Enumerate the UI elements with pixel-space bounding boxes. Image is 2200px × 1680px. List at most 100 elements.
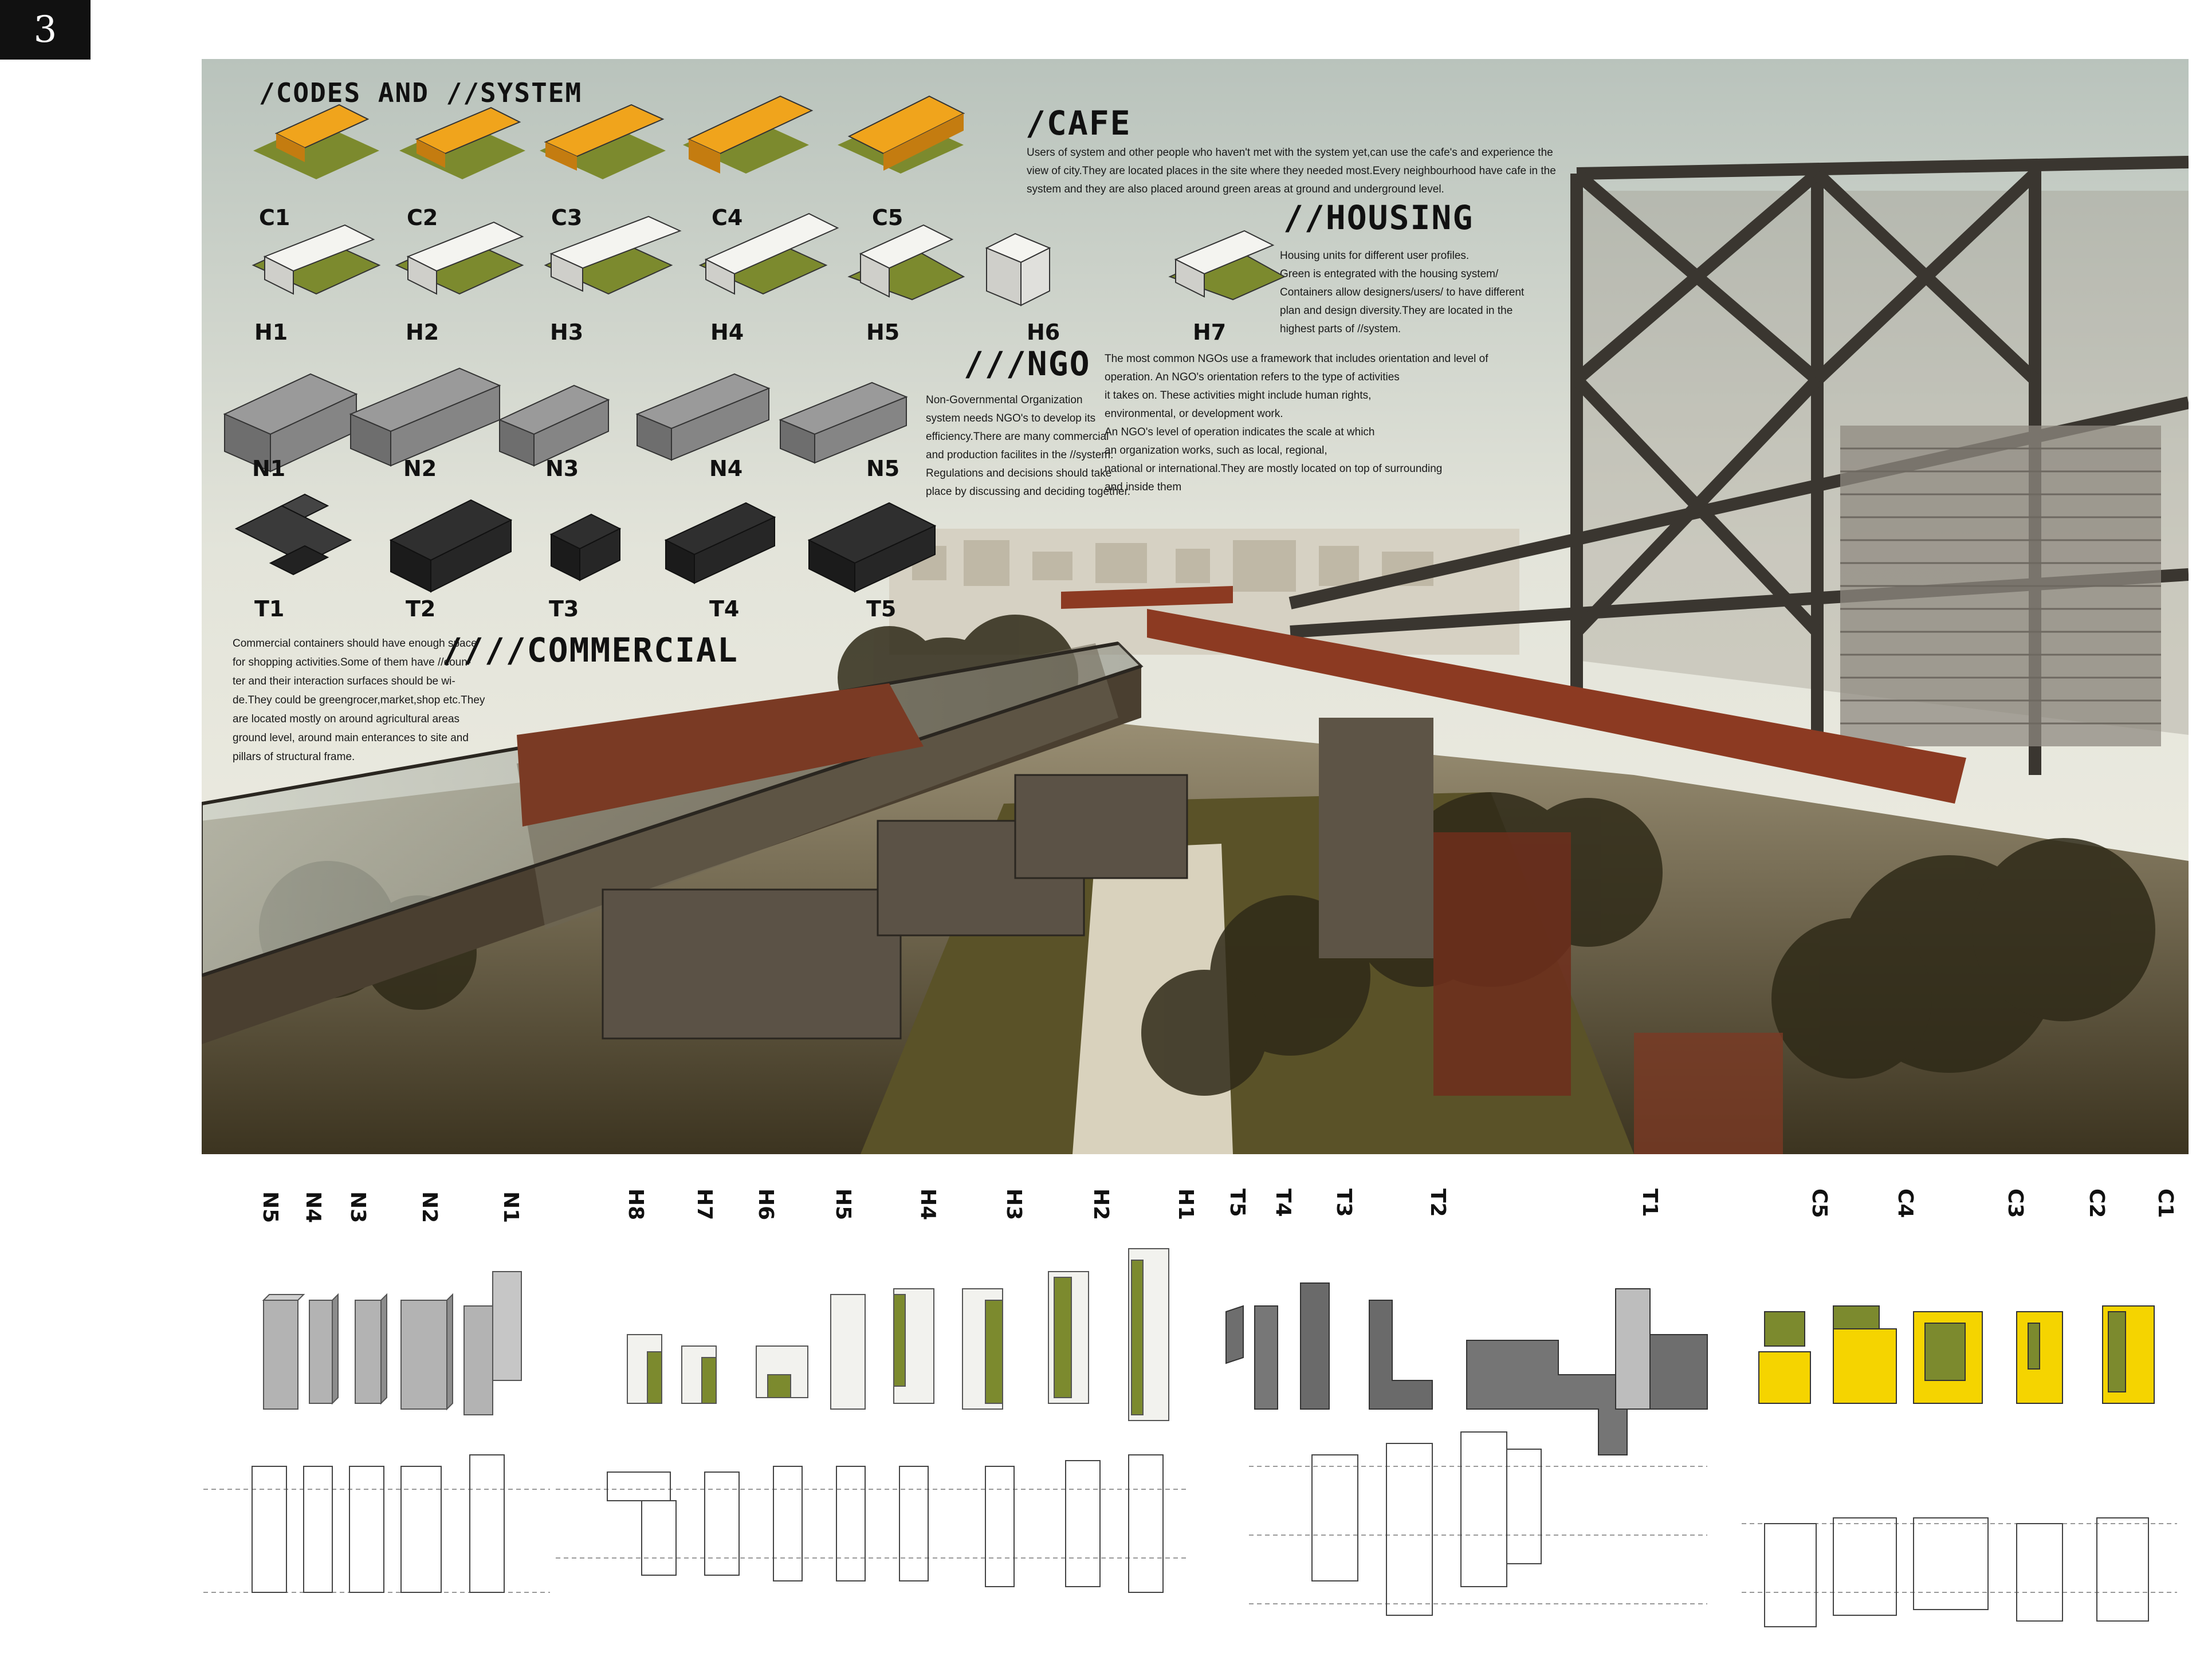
label-h7: H7 [693, 1189, 716, 1221]
label-n2: N2 [418, 1191, 441, 1223]
commercial-title: ////COMMERCIAL [442, 631, 738, 670]
label-h5: H5 [831, 1189, 855, 1221]
code-h4: H4 [710, 320, 744, 345]
code-h7: H7 [1193, 320, 1227, 345]
label-n3: N3 [346, 1191, 370, 1223]
ngo-right-line: national or international.They are mostl… [1105, 463, 1443, 475]
label-t5: T5 [1225, 1189, 1249, 1217]
commercial-line: de.They could be greengrocer,market,shop… [233, 694, 485, 706]
label-t2: T2 [1426, 1189, 1449, 1217]
commercial-line: are located mostly on around agricultura… [233, 713, 460, 725]
commercial-line: ter and their interaction surfaces shoul… [233, 675, 455, 687]
ngo-right-line: it takes on. These activities might incl… [1105, 389, 1372, 402]
label-h2: H2 [1089, 1189, 1113, 1221]
cafe-line: Users of system and other people who hav… [1027, 147, 1553, 159]
render-scene [202, 59, 2189, 1154]
housing-axonometrics [627, 1248, 1169, 1421]
code-c4: C4 [712, 205, 743, 230]
commercial-line: pillars of structural frame. [233, 751, 355, 763]
label-n5: N5 [258, 1191, 282, 1223]
label-c3: C3 [2003, 1189, 2027, 1218]
label-c1: C1 [2154, 1189, 2177, 1218]
label-h1: H1 [1174, 1189, 1197, 1221]
ngo-right-line: The most common NGOs use a framework tha… [1105, 353, 1488, 365]
perspective-render: /CODES AND //SYSTEM /CAFE //HOUSING ///N… [202, 59, 2189, 1154]
code-c2: C2 [407, 205, 438, 230]
commercial-line: for shopping activities.Some of them hav… [233, 656, 472, 668]
commercial-line: ground level, around main enterances to … [233, 732, 469, 744]
label-n4: N4 [301, 1191, 325, 1223]
label-c5: C5 [1808, 1189, 1831, 1218]
floor-plan-grids [203, 1466, 2177, 1604]
housing-line: Containers allow designers/users/ to hav… [1280, 286, 1525, 298]
ngo-right-line: and inside them [1105, 481, 1182, 493]
code-n5: N5 [866, 456, 900, 481]
code-h1: H1 [254, 320, 288, 345]
code-c3: C3 [551, 205, 583, 230]
code-t1: T1 [254, 596, 285, 621]
codes-system-title: /CODES AND //SYSTEM [259, 77, 583, 108]
code-h6: H6 [1027, 320, 1060, 345]
code-n3: N3 [545, 456, 579, 481]
cafe-description: Users of system and other people who hav… [1027, 144, 1556, 199]
label-n1: N1 [499, 1191, 522, 1223]
housing-description: Housing units for different user profile… [1280, 247, 1524, 339]
ngo-axonometrics [262, 1271, 522, 1415]
ngo-left-line: Regulations and decisions should take [926, 467, 1112, 479]
label-h4: H4 [916, 1189, 940, 1221]
label-c2: C2 [2085, 1189, 2108, 1218]
housing-title: //HOUSING [1283, 198, 1474, 237]
ngo-right-line: an organization works, such as local, re… [1105, 444, 1327, 457]
cafe-title: /CAFE [1026, 104, 1132, 143]
code-n2: N2 [403, 456, 437, 481]
label-c4: C4 [1893, 1189, 1917, 1218]
housing-line: Green is entegrated with the housing sys… [1280, 268, 1499, 280]
unit-drawings [0, 1237, 2200, 1680]
ngo-right-line: An NGO's level of operation indicates th… [1105, 426, 1375, 438]
code-t5: T5 [866, 596, 897, 621]
code-t3: T3 [549, 596, 579, 621]
ngo-left-line: place by discussing and deciding togethe… [926, 486, 1131, 498]
code-n1: N1 [252, 456, 286, 481]
cafe-line: view of city.They are located places in … [1027, 165, 1556, 177]
floor-plans [252, 1431, 2149, 1627]
code-h5: H5 [866, 320, 900, 345]
code-c1: C1 [259, 205, 290, 230]
ngo-description-right: The most common NGOs use a framework tha… [1105, 350, 1488, 497]
commercial-modules [234, 493, 937, 593]
label-h6: H6 [754, 1189, 777, 1221]
code-t2: T2 [406, 596, 436, 621]
label-t1: T1 [1638, 1189, 1661, 1217]
module-axonometrics [223, 95, 1286, 593]
cafe-line: system and they are also placed around g… [1027, 183, 1444, 195]
code-n4: N4 [709, 456, 743, 481]
ngo-modules [223, 367, 908, 473]
commercial-line: Commercial containers should have enough… [233, 638, 477, 650]
unit-axonometrics-and-plans [203, 1248, 2177, 1627]
ngo-description-left: Non-Governmental Organization system nee… [926, 391, 1130, 501]
label-t3: T3 [1332, 1189, 1356, 1217]
code-t4: T4 [709, 596, 740, 621]
label-h3: H3 [1002, 1189, 1026, 1221]
housing-line: Housing units for different user profile… [1280, 250, 1470, 262]
housing-modules [252, 213, 1286, 306]
ngo-left-line: efficiency.There are many commercial [926, 431, 1109, 443]
ngo-title: ///NGO [964, 344, 1091, 383]
commercial-axonometrics [1225, 1282, 1708, 1455]
page-number: 3 [0, 0, 91, 60]
housing-line: plan and design diversity.They are locat… [1280, 305, 1513, 317]
commercial-description: Commercial containers should have enough… [233, 634, 485, 766]
housing-line: highest parts of //system. [1280, 323, 1401, 335]
ngo-left-line: Non-Governmental Organization [926, 394, 1083, 406]
code-c5: C5 [872, 205, 903, 230]
ngo-right-line: operation. An NGO's orientation refers t… [1105, 371, 1400, 383]
code-h2: H2 [406, 320, 439, 345]
label-h8: H8 [624, 1189, 647, 1221]
ngo-right-line: environmental, or development work. [1105, 408, 1283, 420]
ngo-left-line: and production facilites in the //system… [926, 449, 1114, 461]
label-t4: T4 [1271, 1189, 1295, 1217]
cafe-modules [253, 95, 965, 179]
code-h3: H3 [550, 320, 584, 345]
cafe-axonometrics [1758, 1305, 2155, 1404]
ngo-left-line: system needs NGO's to develop its [926, 412, 1096, 424]
